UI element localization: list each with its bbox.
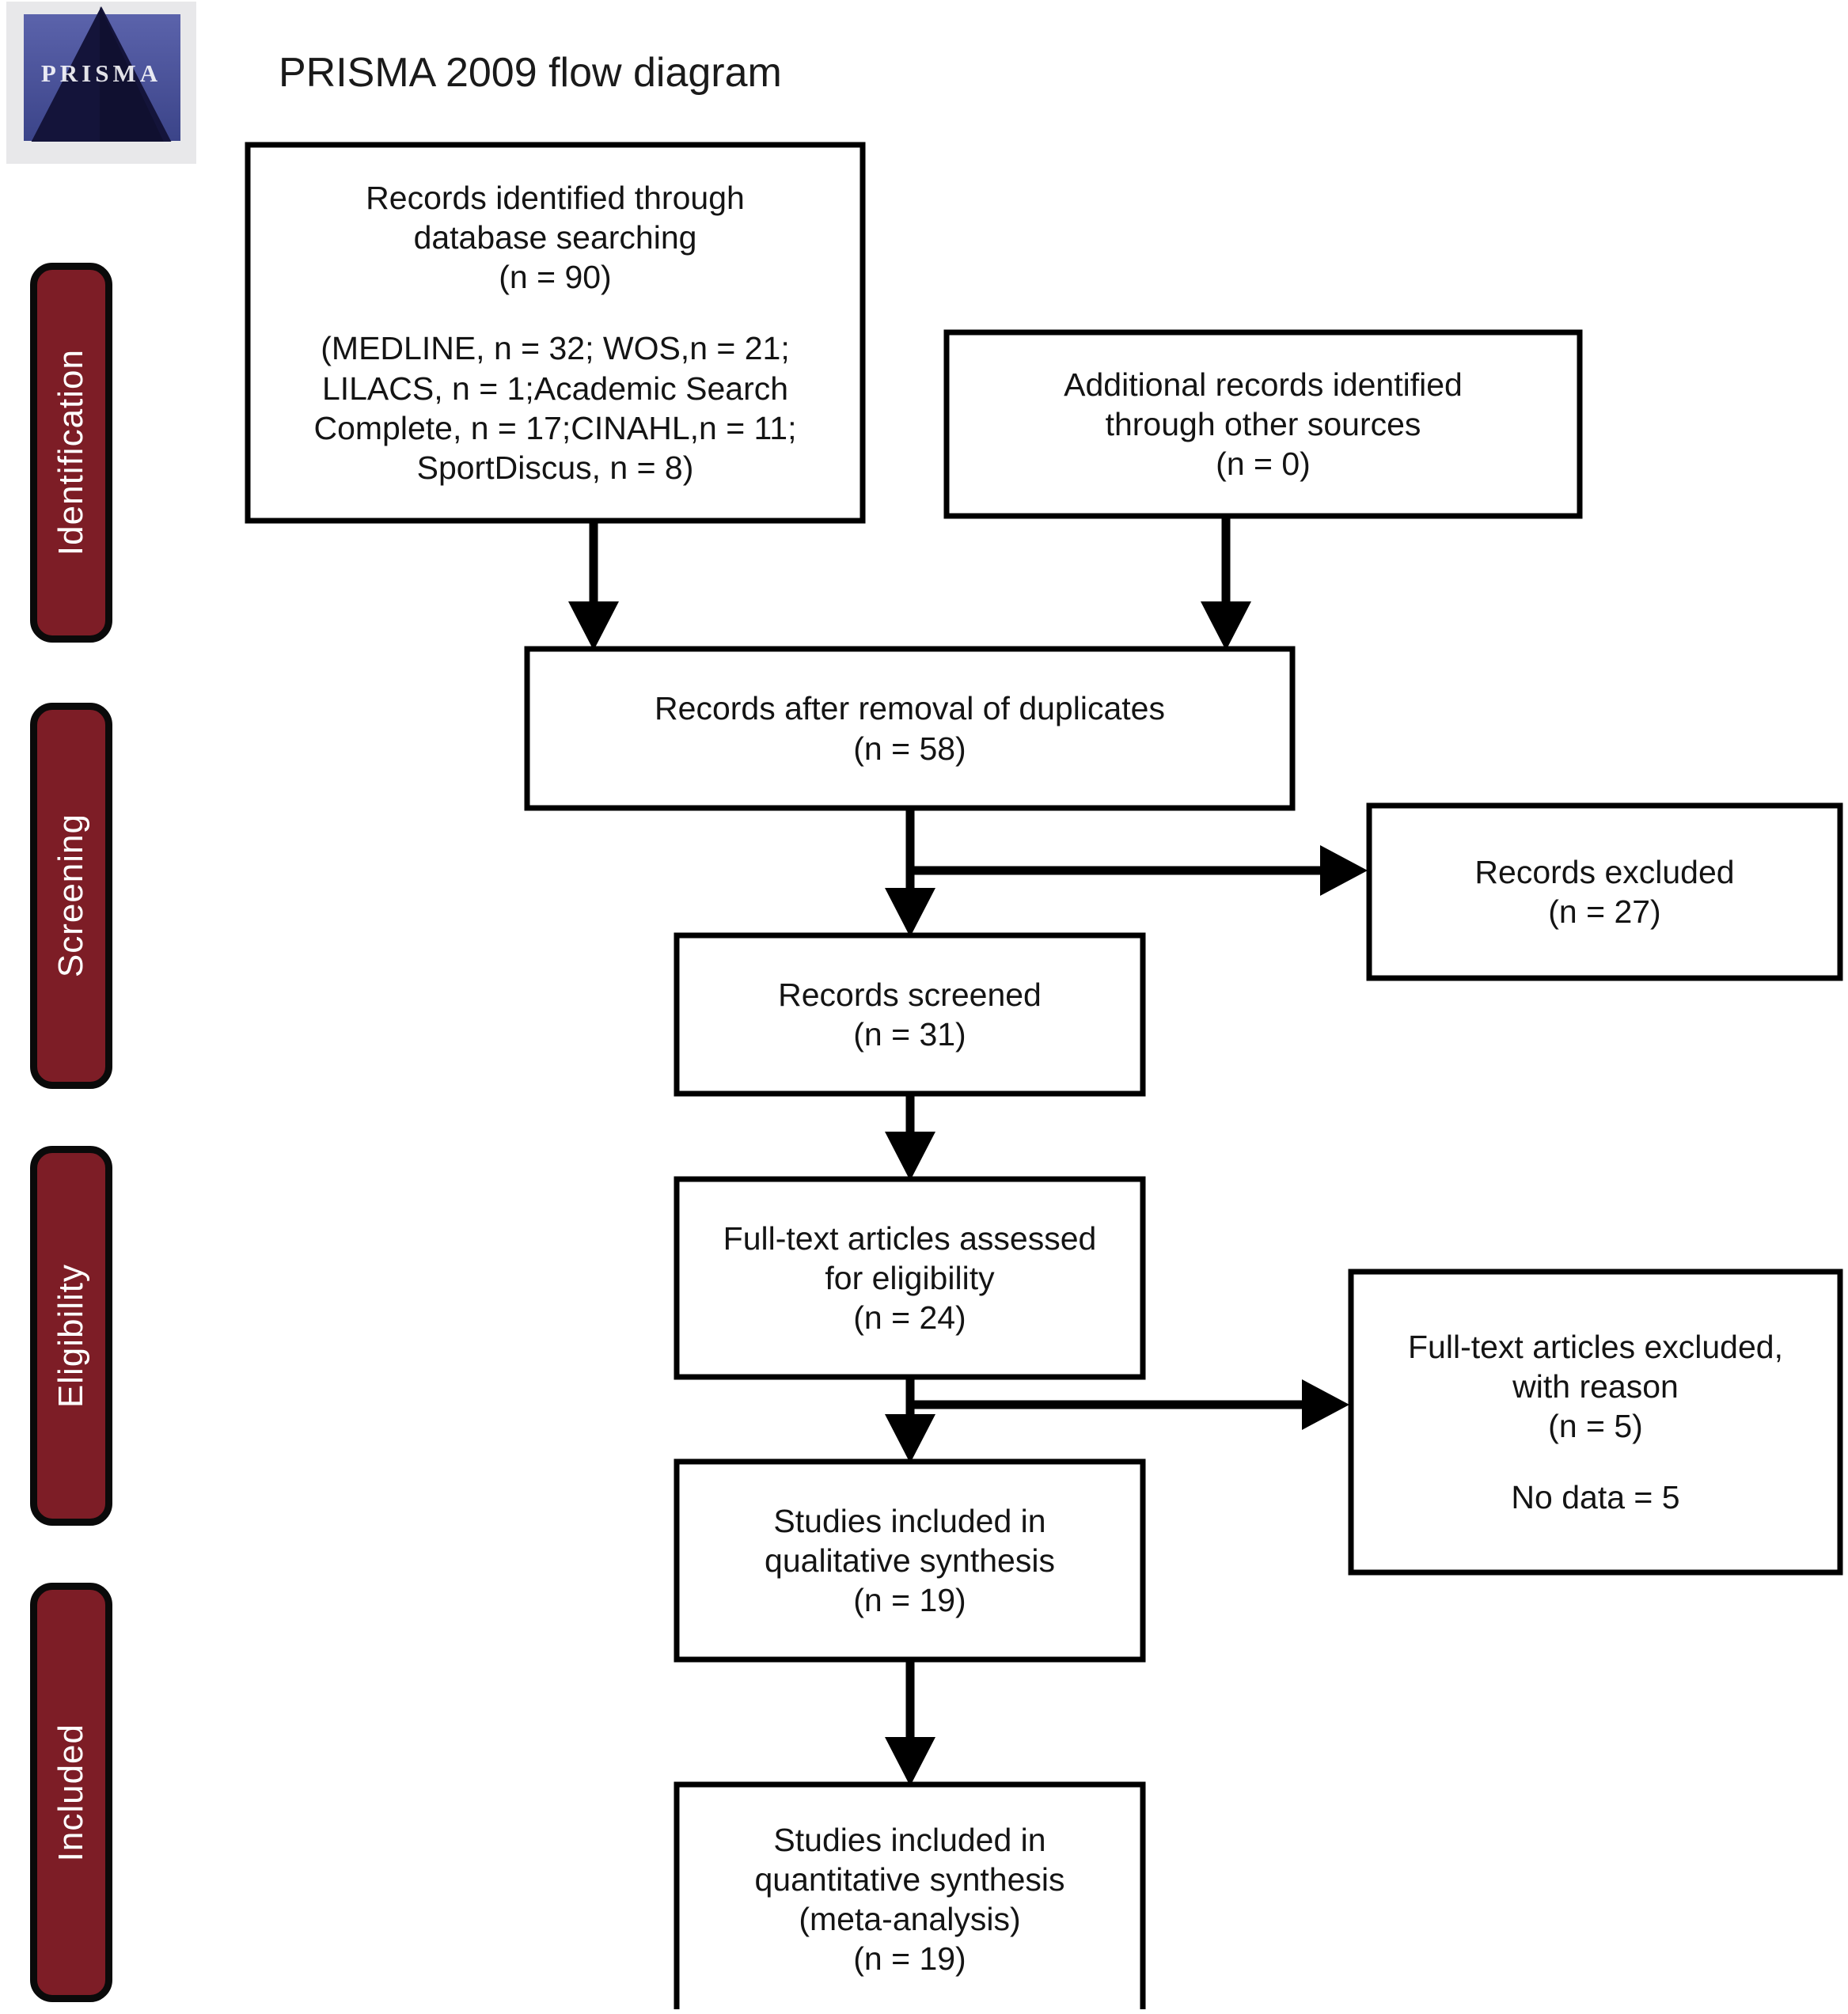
page-title: PRISMA 2009 flow diagram xyxy=(279,50,782,96)
prisma-logo-base xyxy=(6,142,196,164)
box-qualitative-outline xyxy=(674,1458,1146,1663)
edge-db-search-to-after-duplicates xyxy=(568,521,619,650)
prisma-logo: PRISMA xyxy=(6,2,196,164)
box-records-screened-outline xyxy=(674,932,1146,1097)
box-fulltext-excluded-outline xyxy=(1348,1269,1843,1576)
box-after-duplicates-outline xyxy=(524,646,1296,811)
stage-tab-identification: Identification xyxy=(30,263,112,643)
prisma-pyramid-shadow-icon xyxy=(100,6,166,147)
edge-fulltext-assessed-to-fulltext-excluded xyxy=(910,1379,1349,1430)
box-other-sources-outline xyxy=(943,329,1583,519)
box-quantitative-outline xyxy=(674,1781,1146,2009)
box-db-search-outline xyxy=(245,142,866,524)
stage-tab-eligibility: Eligibility xyxy=(30,1146,112,1526)
stage-tab-screening: Screening xyxy=(30,703,112,1089)
edge-records-screened-to-fulltext-assessed xyxy=(885,1094,935,1181)
box-fulltext-assessed-outline xyxy=(674,1176,1146,1380)
stage-tab-included: Included xyxy=(30,1583,112,2002)
edge-fulltext-assessed-to-qualitative xyxy=(885,1377,935,1463)
edge-after-duplicates-to-records-screened xyxy=(885,808,935,937)
edge-qualitative-to-quantitative xyxy=(885,1659,935,1786)
box-records-excluded-outline xyxy=(1366,802,1843,981)
edge-other-sources-to-after-duplicates xyxy=(1201,516,1251,650)
prisma-logo-wordmark: PRISMA xyxy=(40,59,162,87)
edge-after-duplicates-to-records-excluded xyxy=(910,845,1368,896)
